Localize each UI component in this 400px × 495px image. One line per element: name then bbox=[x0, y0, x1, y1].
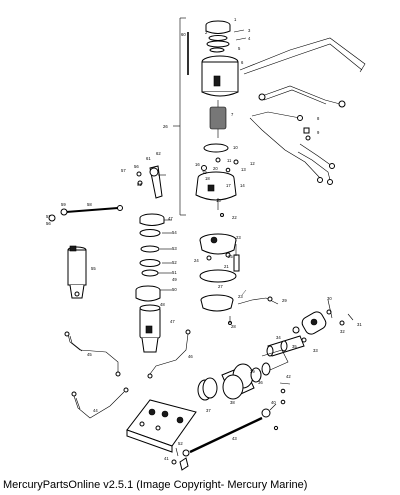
callout-62: 62 bbox=[156, 151, 161, 156]
callout-15: 15 bbox=[216, 198, 221, 203]
callout-50: 50 bbox=[172, 287, 177, 292]
callout-18: 18 bbox=[205, 176, 210, 181]
valve-components bbox=[266, 299, 354, 357]
callout-52b: 52 bbox=[178, 441, 183, 446]
callout-labels: 60 1 2 3 4 5 6 7 9 10 11 12 13 14 15 16 … bbox=[46, 17, 362, 461]
callout-47: 47 bbox=[168, 216, 173, 221]
callout-45: 45 bbox=[87, 352, 92, 357]
callout-20: 20 bbox=[213, 166, 218, 171]
callout-38: 38 bbox=[230, 400, 235, 405]
callout-36: 36 bbox=[258, 380, 263, 385]
callout-6: 6 bbox=[241, 60, 244, 65]
callout-9: 9 bbox=[317, 130, 320, 135]
callout-47b: 47 bbox=[170, 319, 175, 324]
wire-harness bbox=[239, 37, 366, 185]
callout-12: 12 bbox=[250, 161, 255, 166]
callout-40: 40 bbox=[271, 400, 276, 405]
callout-17: 17 bbox=[226, 183, 231, 188]
starter-assembly bbox=[173, 17, 247, 217]
callout-23b: 23 bbox=[238, 294, 243, 299]
left-components bbox=[48, 165, 166, 299]
callout-56b: 56 bbox=[46, 221, 51, 226]
exploded-view-illustration: 60 1 2 3 4 5 6 7 9 10 11 12 13 14 15 16 … bbox=[46, 17, 366, 471]
callout-56: 56 bbox=[134, 164, 139, 169]
callout-27: 27 bbox=[218, 284, 223, 289]
callout-19: 19 bbox=[202, 170, 207, 175]
callout-16: 16 bbox=[195, 162, 200, 167]
parts-diagram: 60 1 2 3 4 5 6 7 9 10 11 12 13 14 15 16 … bbox=[46, 17, 366, 471]
callout-31: 31 bbox=[357, 322, 362, 327]
callout-59: 59 bbox=[61, 202, 66, 207]
callout-43: 43 bbox=[232, 436, 237, 441]
callout-26: 26 bbox=[163, 124, 168, 129]
callout-61: 61 bbox=[146, 156, 151, 161]
callout-44: 44 bbox=[93, 408, 98, 413]
callout-8: 8 bbox=[317, 116, 320, 121]
callout-22: 22 bbox=[232, 215, 237, 220]
callout-7: 7 bbox=[231, 112, 234, 117]
callout-32: 32 bbox=[340, 329, 345, 334]
callout-5: 5 bbox=[238, 46, 241, 51]
callout-57: 57 bbox=[121, 168, 126, 173]
callout-63: 63 bbox=[137, 182, 142, 187]
callout-25: 25 bbox=[228, 254, 233, 259]
callout-11: 11 bbox=[227, 158, 232, 163]
callout-48: 48 bbox=[160, 302, 165, 307]
callout-34: 34 bbox=[276, 335, 281, 340]
callout-55: 55 bbox=[91, 266, 96, 271]
callout-39: 39 bbox=[250, 369, 255, 374]
callout-29: 29 bbox=[282, 298, 287, 303]
callout-23: 23 bbox=[236, 235, 241, 240]
pump-assembly bbox=[199, 233, 279, 325]
hydraulic-tubes bbox=[64, 329, 191, 419]
image-caption: MercuryPartsOnline v2.5.1 (Image Copyrig… bbox=[3, 479, 308, 491]
callout-54: 54 bbox=[172, 230, 177, 235]
callout-4: 4 bbox=[248, 36, 251, 41]
callout-28: 28 bbox=[231, 324, 236, 329]
trim-cylinder bbox=[182, 349, 291, 457]
callout-57b: 57 bbox=[46, 214, 51, 219]
pump-motor-stack bbox=[135, 213, 172, 353]
callout-49: 49 bbox=[172, 277, 177, 282]
callout-1: 1 bbox=[234, 17, 237, 22]
callout-30: 30 bbox=[327, 296, 332, 301]
callout-53: 53 bbox=[172, 246, 177, 251]
callout-21: 21 bbox=[224, 264, 229, 269]
callout-42: 42 bbox=[286, 374, 291, 379]
callout-2: 2 bbox=[205, 30, 208, 35]
callout-10: 10 bbox=[233, 145, 238, 150]
callout-46: 46 bbox=[188, 354, 193, 359]
callout-37: 37 bbox=[206, 408, 211, 413]
callout-24: 24 bbox=[194, 258, 199, 263]
callout-52: 52 bbox=[172, 260, 177, 265]
callout-51: 51 bbox=[172, 270, 177, 275]
callout-14: 14 bbox=[240, 183, 245, 188]
callout-33: 33 bbox=[313, 348, 318, 353]
callout-41: 41 bbox=[164, 456, 169, 461]
callout-13: 13 bbox=[241, 167, 246, 172]
manifold-block bbox=[126, 399, 197, 471]
callout-3: 3 bbox=[248, 28, 251, 33]
callout-35: 35 bbox=[292, 344, 297, 349]
callout-58: 58 bbox=[87, 202, 92, 207]
callout-60: 60 bbox=[181, 32, 186, 37]
